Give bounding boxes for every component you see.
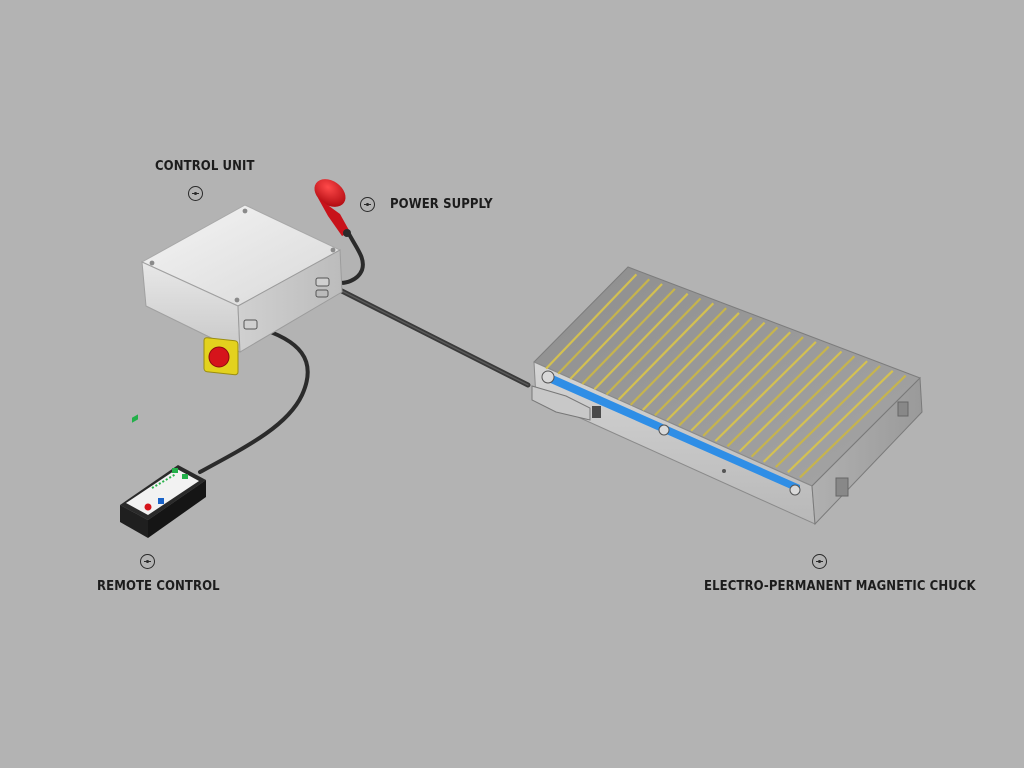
chuck-pole-strip bbox=[581, 288, 676, 385]
chuck-pole-strip bbox=[654, 316, 753, 417]
chuck-pole-strip bbox=[690, 331, 792, 432]
control-unit-label: CONTROL UNIT bbox=[155, 159, 255, 174]
chuck-pole-strip bbox=[617, 302, 715, 401]
chuck-pole-strip bbox=[557, 278, 651, 375]
power-cable bbox=[333, 230, 365, 285]
chuck-pole-strip bbox=[569, 283, 663, 380]
chuck-pole-strip bbox=[775, 365, 881, 468]
magnetic-chuck-hotspot-icon[interactable] bbox=[812, 554, 827, 569]
chuck-pole-strip bbox=[641, 312, 740, 411]
power-supply-label: POWER SUPPLY bbox=[390, 197, 493, 212]
chuck-pole-strip bbox=[762, 360, 868, 463]
remote-cable bbox=[198, 325, 310, 474]
chuck-pole-strip bbox=[714, 341, 817, 442]
chuck-pole-strip bbox=[738, 350, 843, 453]
chuck-pole-strip bbox=[726, 345, 830, 448]
chuck-pole-strip bbox=[750, 355, 856, 458]
remote-control-hotspot-icon[interactable] bbox=[140, 554, 155, 569]
power-plug bbox=[314, 179, 351, 237]
chuck-pole-strip bbox=[678, 326, 779, 427]
remote-control-device bbox=[120, 414, 206, 538]
control-unit-hotspot-icon[interactable] bbox=[188, 186, 203, 201]
chuck-pole-strip bbox=[545, 273, 638, 370]
cables bbox=[198, 230, 531, 474]
control-unit-box bbox=[140, 204, 343, 376]
chuck-pole-strip bbox=[593, 292, 689, 391]
chuck-pole-strip bbox=[787, 369, 894, 474]
chuck-pole-strip bbox=[666, 321, 766, 422]
chuck-pole-strip bbox=[605, 297, 702, 396]
magnetic-chuck-label: ELECTRO-PERMANENT MAGNETIC CHUCK bbox=[704, 579, 976, 594]
chuck-pole-strip bbox=[799, 374, 907, 479]
power-supply-hotspot-icon[interactable] bbox=[360, 197, 375, 212]
remote-control-label: REMOTE CONTROL bbox=[97, 579, 220, 594]
chuck-pole-strip bbox=[702, 336, 804, 437]
magnetic-chuck bbox=[531, 266, 923, 526]
chuck-pole-strip bbox=[629, 307, 727, 406]
